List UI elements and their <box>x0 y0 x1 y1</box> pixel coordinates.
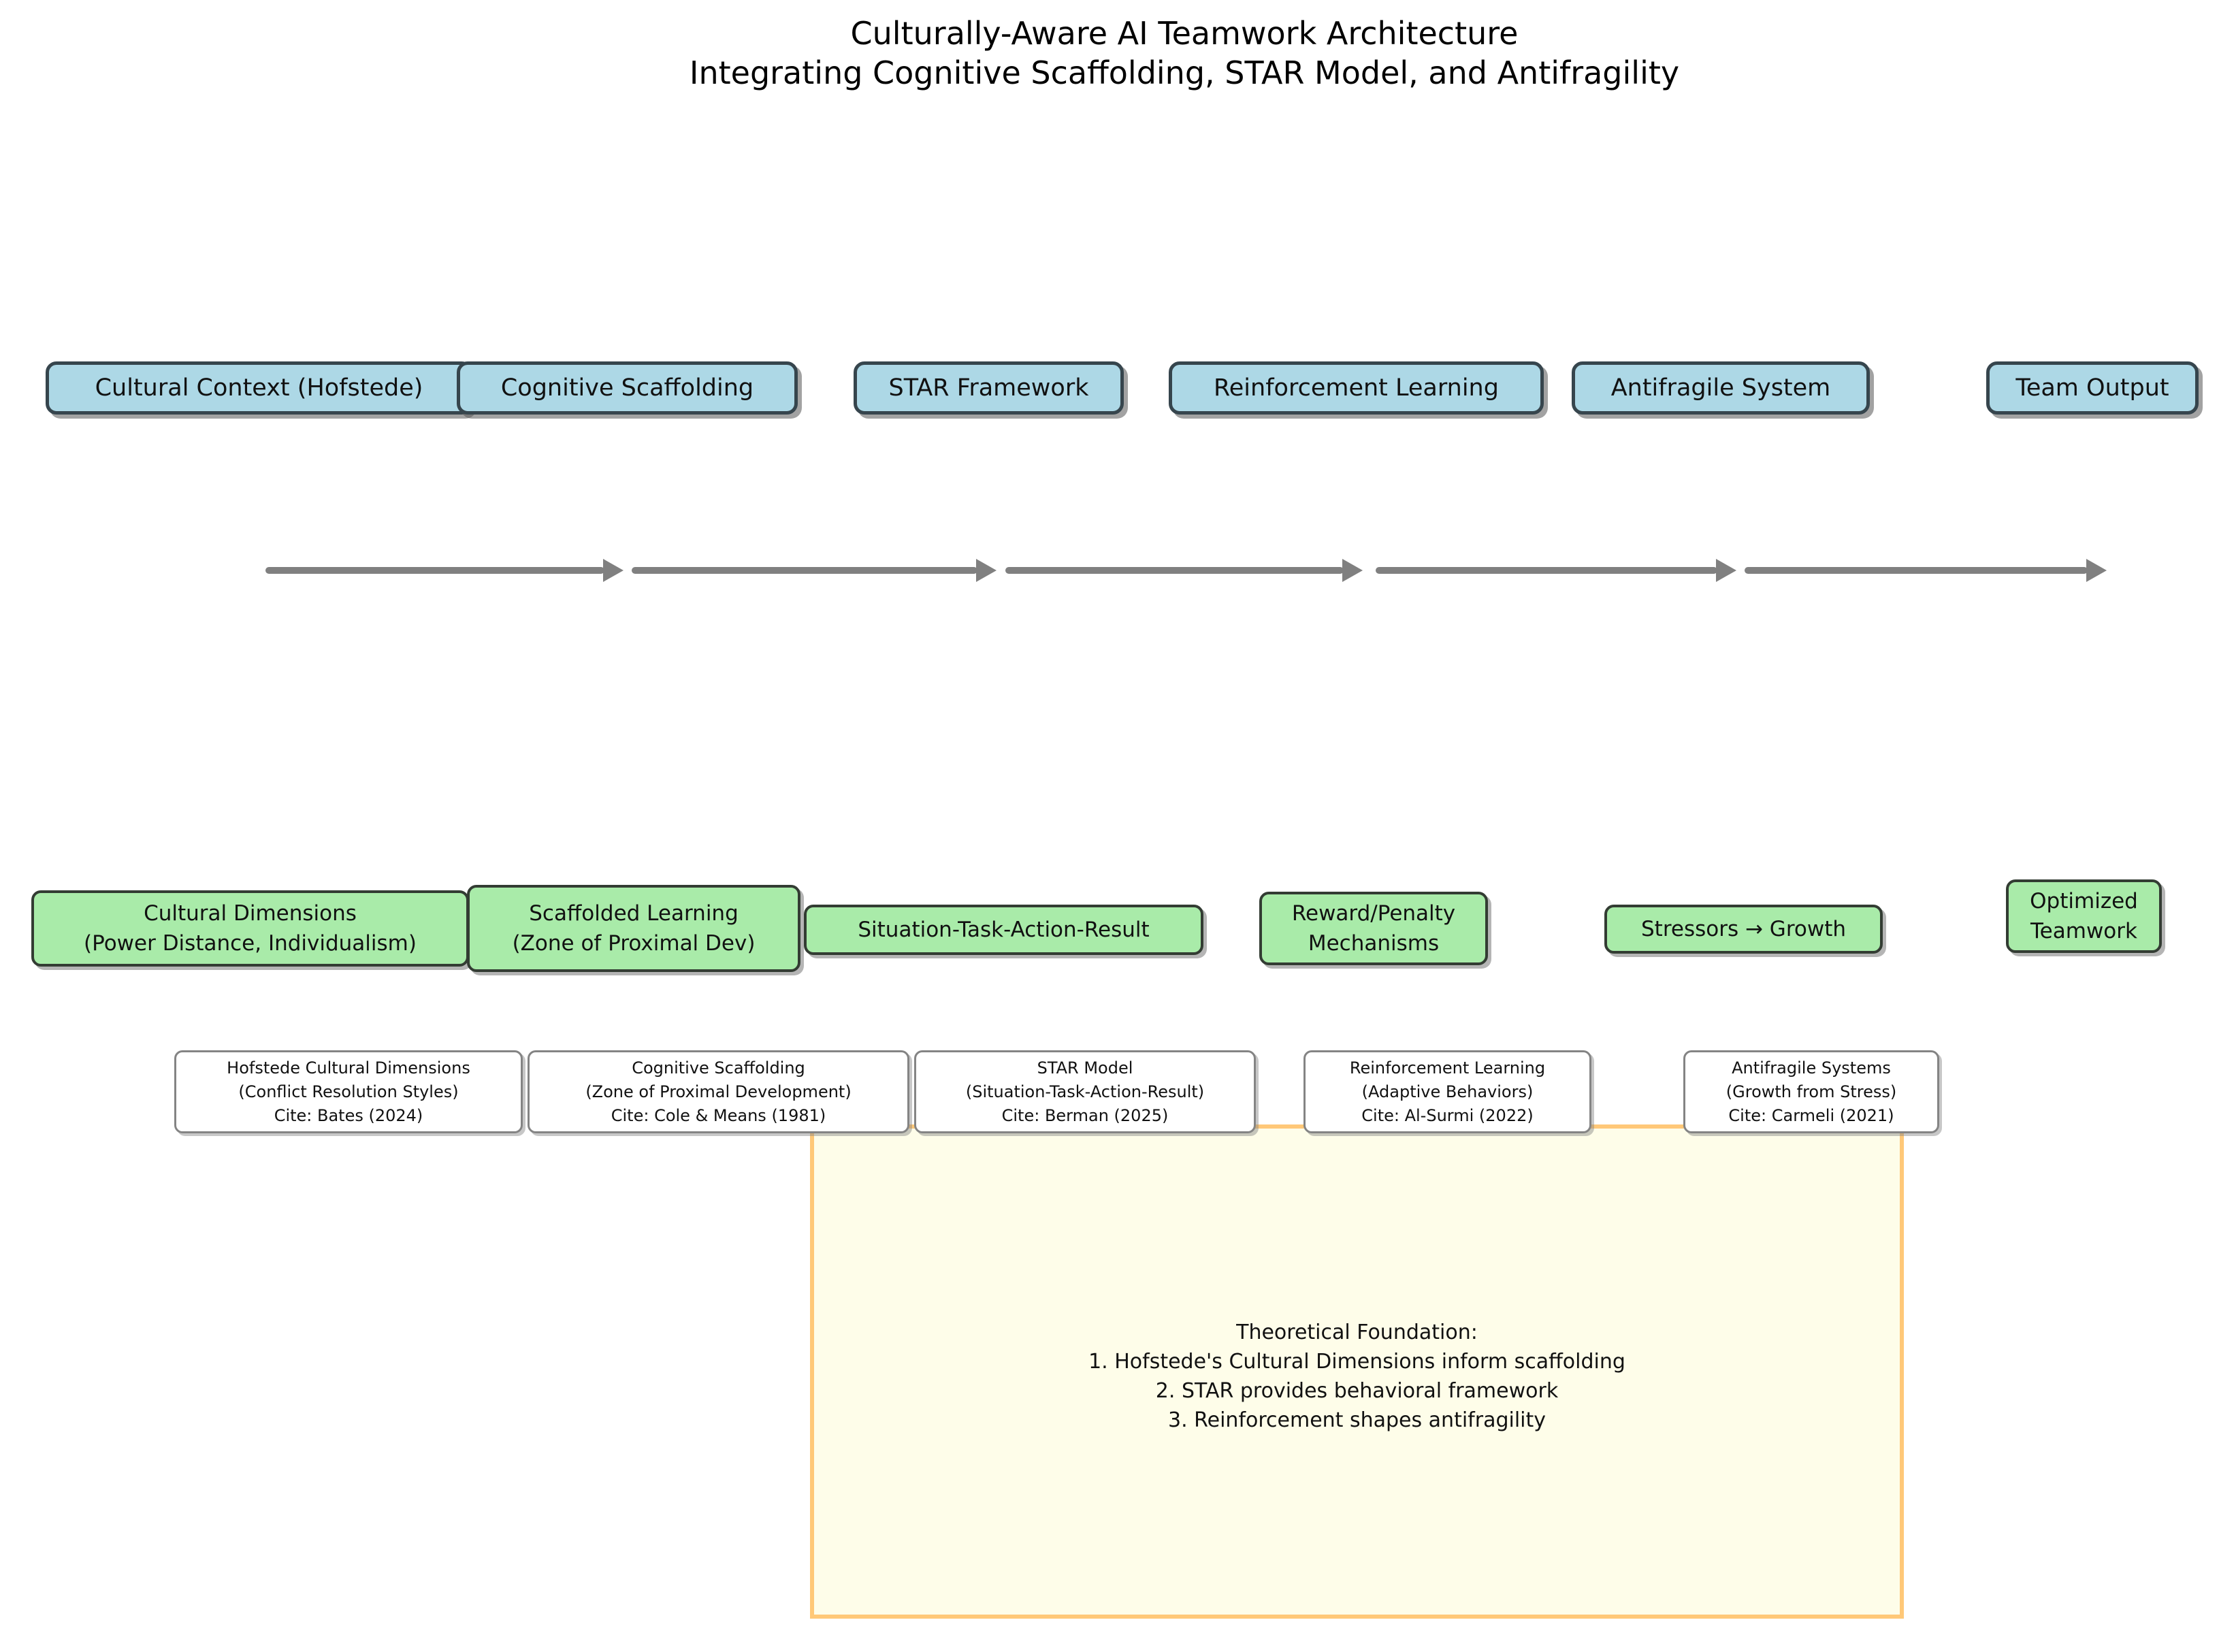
citation-line2: (Adaptive Behaviors) <box>1361 1082 1534 1101</box>
foundation-panel: Theoretical Foundation: 1. Hofstede's Cu… <box>810 1124 1904 1619</box>
citation-line1: Cognitive Scaffolding <box>632 1058 805 1078</box>
stage-box-antifragile-system: Antifragile System <box>1572 361 1870 415</box>
mechanism-line1: Optimized <box>2030 889 2138 913</box>
mechanism-line1: Situation-Task-Action-Result <box>858 918 1150 942</box>
foundation-heading: Theoretical Foundation: <box>1236 1321 1478 1344</box>
flow-arrow-icon <box>632 559 997 582</box>
stage-label: Antifragile System <box>1610 374 1831 402</box>
flow-arrow-icon <box>1376 559 1736 582</box>
stage-box-team-output: Team Output <box>1986 361 2199 415</box>
mechanism-line2: (Zone of Proximal Dev) <box>512 931 756 956</box>
mechanism-box-stressors-growth: Stressors → Growth <box>1604 905 1883 954</box>
citation-box-star-model: STAR Model (Situation-Task-Action-Result… <box>914 1050 1256 1133</box>
citation-line2: (Conflict Resolution Styles) <box>238 1082 459 1101</box>
citation-line1: STAR Model <box>1037 1058 1133 1078</box>
mechanism-box-scaffolded-learning: Scaffolded Learning (Zone of Proximal De… <box>467 885 800 972</box>
diagram-title-line2: Integrating Cognitive Scaffolding, STAR … <box>689 54 1680 91</box>
citation-box-reinforcement-learning: Reinforcement Learning (Adaptive Behavio… <box>1303 1050 1591 1133</box>
stage-label: Team Output <box>2015 374 2169 402</box>
diagram-title-line1: Culturally-Aware AI Teamwork Architectur… <box>850 15 1519 52</box>
citation-line3: Cite: Carmeli (2021) <box>1728 1105 1894 1125</box>
stage-box-star-framework: STAR Framework <box>854 361 1124 415</box>
foundation-item-2: 2. STAR provides behavioral framework <box>1155 1379 1559 1403</box>
stage-label: Cultural Context (Hofstede) <box>95 374 423 402</box>
citation-line1: Hofstede Cultural Dimensions <box>227 1058 470 1078</box>
stage-label: STAR Framework <box>888 374 1089 402</box>
mechanism-line1: Reward/Penalty <box>1291 901 1456 926</box>
diagram-title: Culturally-Aware AI Teamwork Architectur… <box>681 14 1688 93</box>
foundation-item-1: 1. Hofstede's Cultural Dimensions inform… <box>1088 1350 1625 1374</box>
citation-box-cognitive-scaffolding: Cognitive Scaffolding (Zone of Proximal … <box>528 1050 909 1133</box>
stage-label: Reinforcement Learning <box>1214 374 1499 402</box>
citation-line2: (Situation-Task-Action-Result) <box>965 1082 1205 1101</box>
citation-line1: Reinforcement Learning <box>1349 1058 1546 1078</box>
mechanism-box-optimized-teamwork: Optimized Teamwork <box>2006 879 2162 953</box>
flow-arrow-icon <box>1745 559 2107 582</box>
citation-line1: Antifragile Systems <box>1732 1058 1891 1078</box>
citation-line2: (Growth from Stress) <box>1726 1082 1897 1101</box>
mechanism-line2: Teamwork <box>2030 919 2137 943</box>
mechanism-box-reward-penalty: Reward/Penalty Mechanisms <box>1259 892 1488 965</box>
mechanism-box-star: Situation-Task-Action-Result <box>804 905 1203 955</box>
mechanism-box-cultural-dimensions: Cultural Dimensions (Power Distance, Ind… <box>31 890 469 967</box>
citation-line2: (Zone of Proximal Development) <box>585 1082 852 1101</box>
mechanism-line2: Mechanisms <box>1308 931 1440 956</box>
stage-label: Cognitive Scaffolding <box>500 374 754 402</box>
flow-arrow-icon <box>265 559 623 582</box>
mechanism-line1: Cultural Dimensions <box>144 901 357 926</box>
foundation-text: Theoretical Foundation: 1. Hofstede's Cu… <box>814 1318 1900 1435</box>
mechanism-line1: Scaffolded Learning <box>529 901 739 926</box>
citation-box-hofstede: Hofstede Cultural Dimensions (Conflict R… <box>174 1050 523 1133</box>
foundation-item-3: 3. Reinforcement shapes antifragility <box>1167 1408 1546 1432</box>
mechanism-line2: (Power Distance, Individualism) <box>84 931 417 956</box>
flow-arrow-icon <box>1005 559 1363 582</box>
citation-line3: Cite: Bates (2024) <box>274 1105 423 1125</box>
stage-box-cultural-context: Cultural Context (Hofstede) <box>46 361 472 415</box>
citation-line3: Cite: Al-Surmi (2022) <box>1361 1105 1534 1125</box>
mechanism-line1: Stressors → Growth <box>1640 917 1847 941</box>
stage-box-cognitive-scaffolding: Cognitive Scaffolding <box>457 361 798 415</box>
stage-box-reinforcement-learning: Reinforcement Learning <box>1169 361 1544 415</box>
citation-line3: Cite: Berman (2025) <box>1001 1105 1169 1125</box>
citation-line3: Cite: Cole & Means (1981) <box>611 1105 826 1125</box>
citation-box-antifragile-systems: Antifragile Systems (Growth from Stress)… <box>1683 1050 1939 1133</box>
